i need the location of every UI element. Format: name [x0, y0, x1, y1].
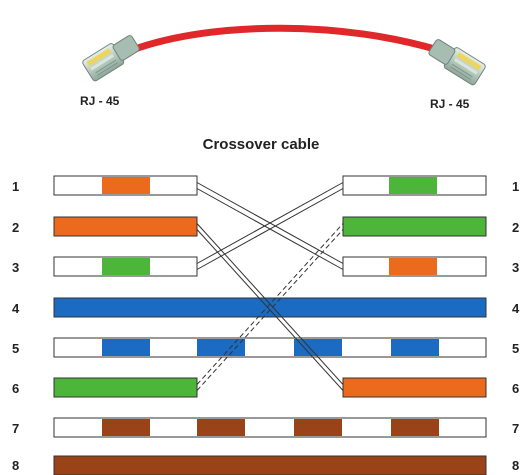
wire-8-full-body [53, 455, 487, 475]
right-wire-2-body [342, 216, 487, 237]
crossover-strand [196, 223, 344, 385]
patch-cable-illustration: RJ - 45 RJ - 45 [80, 24, 486, 111]
right-pin-label: 5 [512, 341, 519, 356]
right-wire-6-body [342, 377, 487, 398]
crossover-line-1-to-3 [196, 182, 344, 270]
right-pin-labels: 1 2 3 4 5 6 7 8 [512, 179, 520, 473]
wire-8-full [53, 455, 487, 475]
wire-7-full-stripe [102, 419, 150, 436]
left-pin-label: 7 [12, 421, 19, 436]
left-wire-6 [53, 377, 198, 398]
right-pin-label: 7 [512, 421, 519, 436]
red-cable [128, 24, 442, 54]
left-pin-labels: 1 2 3 4 5 6 7 8 [12, 179, 20, 473]
right-wire-3-stripe [389, 258, 437, 275]
right-pin-label: 4 [512, 301, 520, 316]
diagram-title: Crossover cable [203, 136, 320, 153]
wire-5-full-stripe [391, 339, 439, 356]
wire-5-full-body [53, 337, 487, 358]
wire-4-full [53, 297, 487, 318]
wire-7-full-body [53, 417, 487, 438]
right-pin-label: 2 [512, 220, 519, 235]
wire-7-full [53, 417, 487, 438]
wire-5-full [53, 337, 487, 358]
left-wire-2-body [53, 216, 198, 237]
crossover-lines [196, 182, 344, 391]
left-wire-3-stripe [102, 258, 150, 275]
crossover-strand [196, 182, 344, 264]
left-wire-1-stripe [102, 177, 150, 194]
crossover-strand [196, 188, 344, 270]
left-wire-6-body [53, 377, 198, 398]
left-pin-label: 5 [12, 341, 19, 356]
right-pin-label: 3 [512, 260, 519, 275]
right-wire-1-stripe [389, 177, 437, 194]
right-pin-label: 1 [512, 179, 519, 194]
wire-7-full-stripe [197, 419, 245, 436]
right-pin-label: 8 [512, 458, 519, 473]
wire-5-full-stripe [102, 339, 150, 356]
left-pin-label: 1 [12, 179, 19, 194]
right-pin-label: 6 [512, 381, 519, 396]
left-pin-label: 8 [12, 458, 19, 473]
left-rj45-plug-icon [82, 35, 140, 82]
left-pin-label: 6 [12, 381, 19, 396]
wire-5-full-stripe [197, 339, 245, 356]
crossover-line-6-to-2 [196, 223, 344, 391]
crossover-line-3-to-1 [196, 182, 344, 270]
wire-7-full-stripe [391, 419, 439, 436]
left-pin-label: 4 [12, 301, 20, 316]
right-wire-3 [342, 256, 487, 277]
right-rj45-plug-icon [428, 39, 486, 86]
left-pin-label: 3 [12, 260, 19, 275]
wire-7-full-stripe [294, 419, 342, 436]
left-pin-label: 2 [12, 220, 19, 235]
right-wire-2 [342, 216, 487, 237]
wire-bars [53, 175, 487, 475]
left-wire-3 [53, 256, 198, 277]
right-connector-label: RJ - 45 [430, 97, 470, 111]
wire-5-full-stripe [294, 339, 342, 356]
right-wire-6 [342, 377, 487, 398]
left-wire-1 [53, 175, 198, 196]
left-wire-2 [53, 216, 198, 237]
wire-4-full-body [53, 297, 487, 318]
left-connector-label: RJ - 45 [80, 94, 120, 108]
crossover-strand [196, 229, 344, 391]
right-wire-1 [342, 175, 487, 196]
